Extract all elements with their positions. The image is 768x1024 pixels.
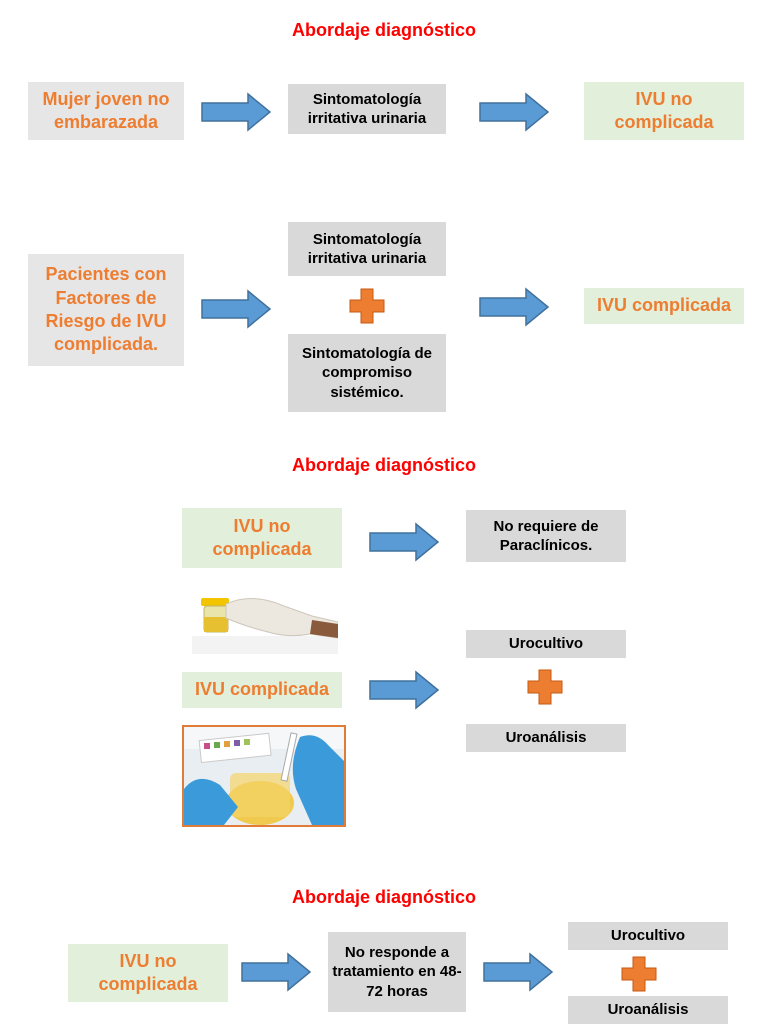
arrow-right-icon: [200, 289, 272, 329]
arrow-right-icon: [240, 952, 312, 992]
urine-culture-box: Urocultivo: [568, 922, 728, 950]
urinalysis-box: Uroanálisis: [568, 996, 728, 1024]
uncomplicated-uti-box: IVU no complicada: [182, 508, 342, 568]
risk-factor-patients-box: Pacientes con Factores de Riesgo de IVU …: [28, 254, 184, 366]
arrow-right-icon: [482, 952, 554, 992]
systemic-symptoms-box: Sintomatología de compromiso sistémico.: [288, 334, 446, 412]
plus-icon: [621, 956, 657, 992]
complicated-uti-box: IVU complicada: [584, 288, 744, 324]
no-labs-required-box: No requiere de Paraclínicos.: [466, 510, 626, 562]
urine-sample-cup-photo: [192, 586, 338, 654]
urinalysis-box: Uroanálisis: [466, 724, 626, 752]
arrow-right-icon: [368, 670, 440, 710]
arrow-right-icon: [478, 287, 550, 327]
young-woman-box: Mujer joven no embarazada: [28, 82, 184, 140]
arrow-right-icon: [478, 92, 550, 132]
uncomplicated-uti-box: IVU no complicada: [68, 944, 228, 1002]
urinary-symptoms-box: Sintomatología irritativa urinaria: [288, 222, 446, 276]
section3-title: Abordaje diagnóstico: [291, 887, 477, 907]
uncomplicated-uti-box: IVU no complicada: [584, 82, 744, 140]
no-response-box: No responde a tratamiento en 48-72 horas: [328, 932, 466, 1012]
urinary-symptoms-box: Sintomatología irritativa urinaria: [288, 84, 446, 134]
complicated-uti-box: IVU complicada: [182, 672, 342, 708]
arrow-right-icon: [200, 92, 272, 132]
section2-title: Abordaje diagnóstico: [291, 455, 477, 475]
plus-icon: [527, 669, 563, 705]
urine-culture-box: Urocultivo: [466, 630, 626, 658]
arrow-right-icon: [368, 522, 440, 562]
section1-title: Abordaje diagnóstico: [291, 20, 477, 40]
urine-test-strip-photo: [182, 725, 346, 827]
plus-icon: [349, 288, 385, 324]
